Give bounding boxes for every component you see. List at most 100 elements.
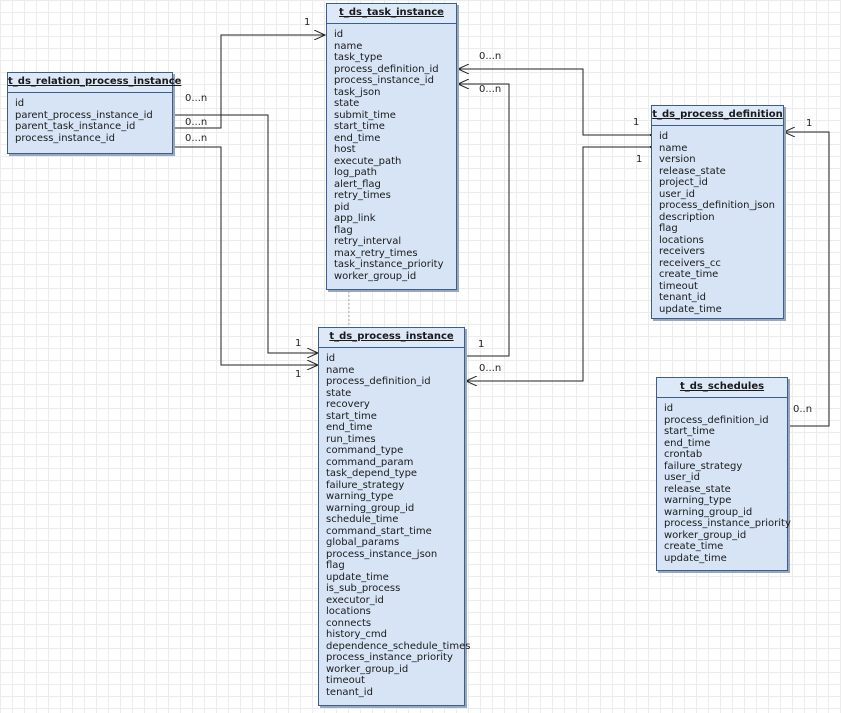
attribute-row: pid (334, 201, 350, 213)
entity-title: t_ds_process_instance (319, 328, 464, 348)
multiplicity-label: 1 (806, 118, 813, 129)
link-definition-to-process (466, 147, 650, 381)
attribute-row: name (326, 364, 355, 376)
link-relation-to-task (174, 35, 325, 128)
attribute-row: process_instance_id (15, 132, 115, 144)
multiplicity-label: 1 (295, 369, 302, 380)
attribute-row: end_time (326, 422, 373, 433)
attribute-row: flag (659, 223, 678, 234)
attribute-row: warning_type (326, 491, 394, 502)
attribute-row: locations (659, 234, 704, 246)
attribute-row: host (334, 144, 356, 155)
attribute-row: id (15, 98, 25, 109)
attribute-row: tenant_id (659, 292, 706, 303)
link-definition-to-task (458, 69, 650, 135)
attribute-row: release_state (659, 165, 726, 177)
multiplicity-label: 1 (633, 117, 640, 128)
attribute-row: update_time (326, 571, 389, 583)
attribute-row: release_state (664, 483, 731, 495)
attribute-row: warning_group_id (664, 506, 753, 518)
attribute-row: parent_process_instance_id (15, 109, 153, 121)
attribute-row: state (334, 98, 360, 109)
multiplicity-label: 0...n (185, 117, 208, 128)
multiplicity-label: 1 (478, 339, 485, 350)
attribute-row: recovery (326, 399, 370, 410)
multiplicity-label: 1 (304, 17, 311, 28)
attribute-row: executor_id (326, 594, 384, 606)
multiplicity-label: 0...n (479, 51, 502, 62)
attribute-row: worker_group_id (334, 270, 417, 282)
attribute-row: task_instance_priority (334, 259, 444, 270)
attribute-row: start_time (326, 410, 377, 422)
attribute-row: update_time (664, 552, 727, 564)
attribute-row: state (326, 387, 352, 399)
entity-title: t_ds_process_definition (652, 106, 783, 126)
attribute-row: command_start_time (326, 525, 432, 537)
attribute-row: alert_flag (334, 178, 381, 190)
attribute-row: receivers (659, 246, 705, 257)
attribute-row: id (659, 131, 669, 142)
attribute-row: history_cmd (326, 629, 387, 640)
attribute-row: log_path (334, 167, 377, 178)
attribute-row: failure_strategy (326, 479, 405, 491)
attribute-row: tenant_id (326, 686, 373, 698)
attribute-row: start_time (334, 121, 385, 132)
attribute-row: process_instance_json (326, 548, 438, 560)
attribute-row: user_id (664, 472, 700, 483)
link-schedules-to-definition (784, 132, 830, 426)
attribute-row: task_type (334, 52, 383, 63)
attribute-row: dependence_schedule_times (326, 640, 471, 652)
attribute-row: flag (334, 224, 353, 236)
attribute-row: is_sub_process (326, 583, 401, 594)
link-process-to-task (458, 84, 510, 356)
attribute-row: command_type (326, 445, 404, 456)
attribute-row: connects (326, 617, 372, 629)
attribute-row: app_link (334, 213, 376, 224)
attribute-row: process_instance_priority (664, 518, 791, 529)
attribute-row: start_time (664, 426, 715, 437)
attribute-row: retry_interval (334, 236, 402, 247)
attribute-row: id (664, 403, 674, 414)
attribute-row: update_time (659, 303, 722, 315)
attribute-row: version (659, 154, 696, 165)
attribute-row: timeout (326, 675, 365, 686)
attribute-row: task_json (334, 86, 381, 98)
attribute-row: project_id (659, 177, 708, 188)
attribute-row: execute_path (334, 155, 402, 167)
attribute-row: end_time (334, 132, 381, 144)
attribute-row: process_definition_json (659, 200, 775, 211)
attribute-row: timeout (659, 280, 698, 292)
attribute-row: process_instance_id (334, 75, 434, 86)
attribute-row: crontab (664, 449, 703, 460)
attribute-row: max_retry_times (334, 247, 418, 259)
multiplicity-label: 1 (636, 154, 643, 165)
attribute-row: parent_task_instance_id (15, 121, 136, 132)
multiplicity-label: 0...n (185, 133, 208, 144)
attribute-row: run_times (326, 433, 376, 445)
multiplicity-label: 1 (295, 338, 302, 349)
attribute-row: name (334, 40, 363, 52)
attribute-row: worker_group_id (326, 663, 409, 675)
entity-title: t_ds_schedules (657, 378, 787, 398)
attribute-row: process_definition_id (334, 63, 439, 75)
attribute-row: retry_times (334, 190, 391, 201)
attribute-row: receivers_cc (659, 257, 721, 269)
attribute-row: submit_time (334, 109, 396, 121)
attribute-row: flag (326, 560, 345, 571)
multiplicity-label: 0...n (185, 93, 208, 104)
link-relation-process (174, 147, 318, 365)
attribute-row: process_instance_priority (326, 652, 453, 663)
multiplicity-label: 0..n (793, 404, 813, 415)
attribute-row: failure_strategy (664, 460, 743, 472)
